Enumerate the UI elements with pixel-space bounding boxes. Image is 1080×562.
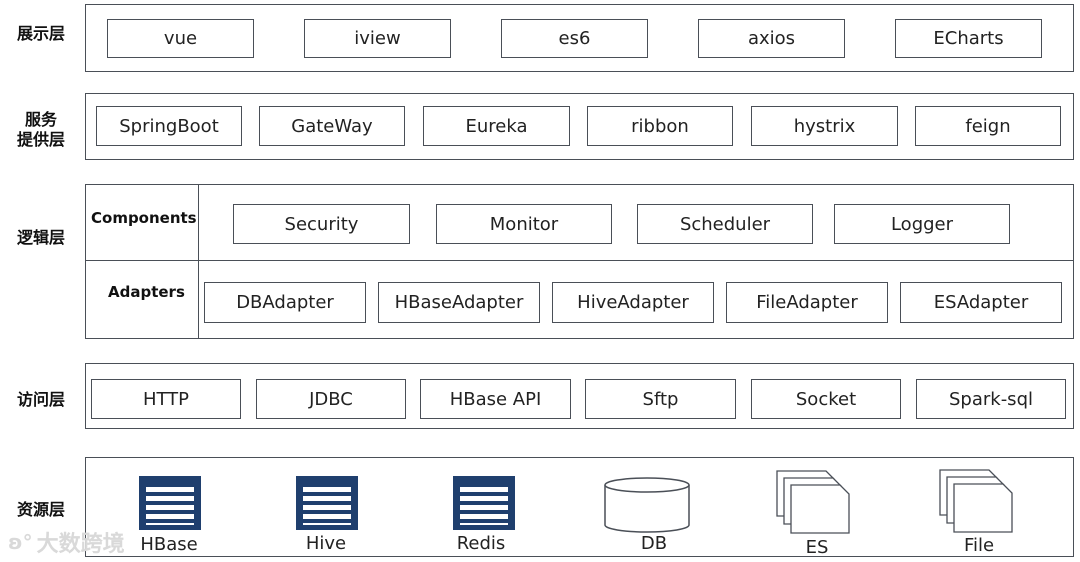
- node-socket: Socket: [751, 379, 901, 419]
- adapters-label: Adapters: [108, 283, 185, 301]
- node-eureka: Eureka: [423, 106, 570, 146]
- node-es6: es6: [501, 19, 648, 58]
- node-axios: axios: [698, 19, 845, 58]
- resource-label-es: ES: [805, 537, 829, 558]
- node-echarts: ECharts: [895, 19, 1042, 58]
- node-vue: vue: [107, 19, 254, 58]
- components-label: Components: [91, 209, 197, 227]
- es-documents-icon: [776, 470, 850, 534]
- resource-label-hbase: HBase: [140, 534, 198, 555]
- node-jdbc: JDBC: [256, 379, 406, 419]
- resource-label-redis: Redis: [456, 533, 506, 554]
- service-layer-box: [85, 93, 1074, 160]
- layer-label-service-line1: 服务: [24, 110, 57, 129]
- watermark-logo-icon: ʚ°: [8, 530, 33, 554]
- layer-label-resource: 资源层: [16, 500, 65, 519]
- node-fileadapter: FileAdapter: [726, 282, 888, 323]
- redis-table-icon: [453, 476, 515, 530]
- access-layer-box: [85, 363, 1074, 429]
- layer-label-service-line2: 提供层: [16, 130, 65, 149]
- node-hiveadapter: HiveAdapter: [552, 282, 714, 323]
- node-logger: Logger: [834, 204, 1010, 244]
- node-springboot: SpringBoot: [96, 106, 242, 146]
- file-documents-icon: [939, 469, 1013, 533]
- node-esadapter: ESAdapter: [900, 282, 1062, 323]
- node-dbadapter: DBAdapter: [204, 282, 366, 323]
- node-feign: feign: [915, 106, 1061, 146]
- node-iview: iview: [304, 19, 451, 58]
- layer-label-access: 访问层: [16, 390, 65, 409]
- node-sftp: Sftp: [585, 379, 736, 419]
- node-hbaseadapter: HBaseAdapter: [378, 282, 540, 323]
- node-hbase-api: HBase API: [420, 379, 571, 419]
- db-cylinder-icon: [604, 477, 690, 533]
- layer-label-logic: 逻辑层: [16, 228, 65, 247]
- logic-divider-horizontal: [85, 260, 1074, 261]
- node-monitor: Monitor: [436, 204, 612, 244]
- layer-label-service: 服务 提供层: [0, 110, 82, 150]
- hbase-table-icon: [139, 476, 201, 530]
- node-spark-sql: Spark-sql: [916, 379, 1066, 419]
- resource-label-file: File: [963, 535, 995, 556]
- logic-divider-vertical: [198, 184, 199, 339]
- resource-label-db: DB: [640, 533, 668, 554]
- resource-label-hive: Hive: [305, 533, 347, 554]
- watermark: ʚ° 大数跨境: [8, 526, 125, 558]
- watermark-text: 大数跨境: [36, 532, 125, 557]
- node-http: HTTP: [91, 379, 241, 419]
- node-ribbon: ribbon: [587, 106, 733, 146]
- hive-table-icon: [296, 476, 358, 530]
- layer-label-presentation: 展示层: [16, 24, 65, 43]
- node-hystrix: hystrix: [751, 106, 898, 146]
- resource-layer-box: [85, 457, 1074, 557]
- node-scheduler: Scheduler: [637, 204, 813, 244]
- node-gateway: GateWay: [259, 106, 405, 146]
- node-security: Security: [233, 204, 410, 244]
